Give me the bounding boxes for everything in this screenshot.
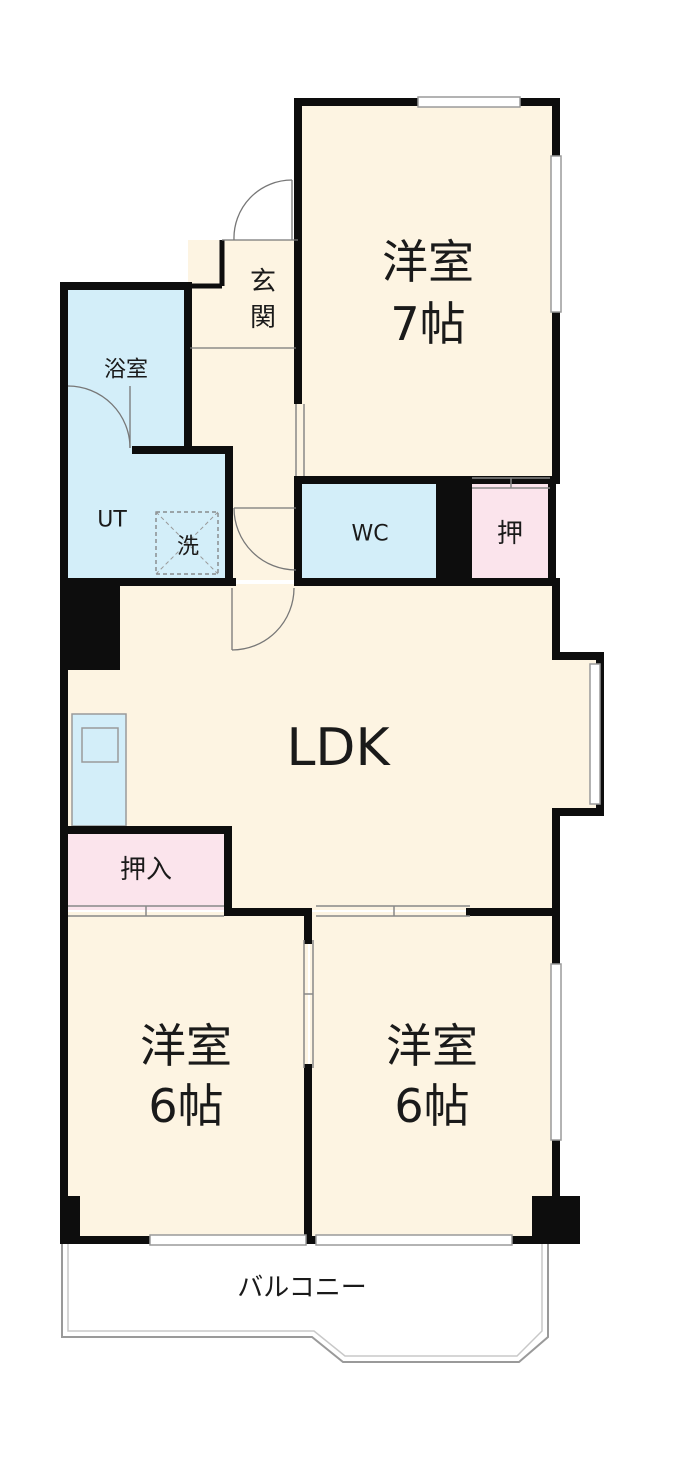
room-western-6-right-name: 洋室 bbox=[386, 1019, 478, 1073]
washer-diag-2 bbox=[155, 511, 219, 575]
bath-floor bbox=[64, 286, 188, 450]
closet-left-floor bbox=[64, 830, 228, 910]
balcony-label: バルコニー bbox=[237, 1273, 366, 1303]
toilet-floor bbox=[300, 484, 440, 580]
kitchen-sink bbox=[81, 727, 119, 763]
utility-label: UT bbox=[97, 508, 127, 533]
entrance-label-1: 玄 bbox=[250, 267, 276, 297]
closet-small-label: 押 bbox=[497, 519, 523, 549]
column-closet bbox=[440, 484, 468, 580]
thin-walls bbox=[188, 240, 225, 289]
column-bottom-left bbox=[64, 1196, 80, 1242]
door-swings bbox=[67, 179, 298, 651]
utility-floor bbox=[64, 450, 229, 580]
bath-label: 浴室 bbox=[104, 358, 148, 383]
room-western-7-name: 洋室 bbox=[382, 235, 474, 289]
room-western-6-right-floor bbox=[310, 912, 556, 1240]
column-ldk bbox=[64, 586, 120, 670]
toilet-label: WC bbox=[351, 522, 388, 547]
sliding-doors bbox=[68, 404, 550, 1068]
room-western-6-left-size: 6帖 bbox=[148, 1079, 223, 1133]
washer-space bbox=[155, 511, 219, 575]
windows bbox=[149, 96, 601, 1246]
entrance-label-2: 関 bbox=[250, 303, 276, 333]
closet-small-floor bbox=[468, 484, 552, 580]
closet-left-label: 押入 bbox=[120, 855, 172, 885]
room-western-6-left-floor bbox=[64, 912, 308, 1240]
room-western-7-floor bbox=[300, 102, 556, 480]
washer-label: 洗 bbox=[177, 535, 199, 560]
ldk-label: LDK bbox=[286, 718, 391, 778]
room-western-6-right-size: 6帖 bbox=[394, 1079, 469, 1133]
column-bottom-right bbox=[532, 1196, 580, 1244]
room-western-7-size: 7帖 bbox=[390, 297, 465, 351]
balcony-outline-inner bbox=[67, 1243, 543, 1357]
room-western-6-left-name: 洋室 bbox=[140, 1019, 232, 1073]
